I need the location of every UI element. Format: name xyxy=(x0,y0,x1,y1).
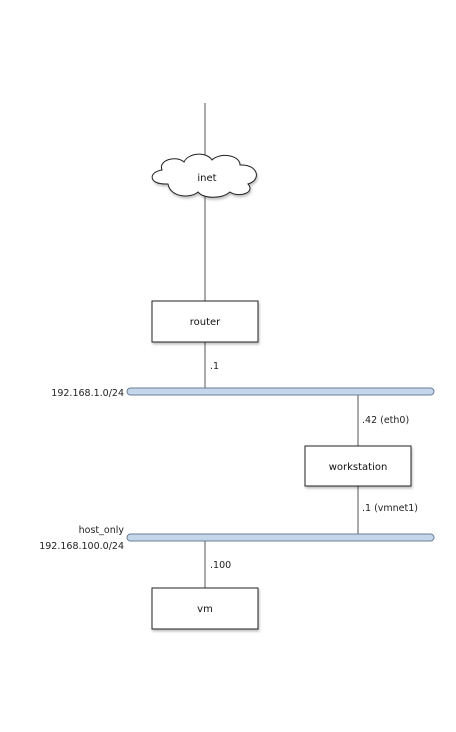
workstation-node[interactable] xyxy=(304,445,412,487)
vm-host-only-address-label: .100 xyxy=(210,560,231,571)
lan-network-label: 192.168.1.0/24 xyxy=(51,388,124,399)
vm-node[interactable] xyxy=(151,587,259,630)
workstation-host-only-address-label: .1 (vmnet1) xyxy=(362,503,418,514)
workstation-lan-address-label: .42 (eth0) xyxy=(362,415,409,426)
router-node[interactable] xyxy=(151,300,259,343)
host-only-network-name: host_only xyxy=(79,525,125,536)
router-lan-address-label: .1 xyxy=(210,361,219,372)
host-only-network-label: 192.168.100.0/24 xyxy=(39,541,124,552)
vm-label: vm xyxy=(197,604,213,615)
lan-network-bar[interactable] xyxy=(126,387,435,396)
cloud-icon xyxy=(151,153,257,198)
workstation-label: workstation xyxy=(329,462,388,473)
cloud-label: inet xyxy=(197,173,216,184)
host-only-network-bar[interactable] xyxy=(126,533,435,542)
router-label: router xyxy=(190,317,221,328)
